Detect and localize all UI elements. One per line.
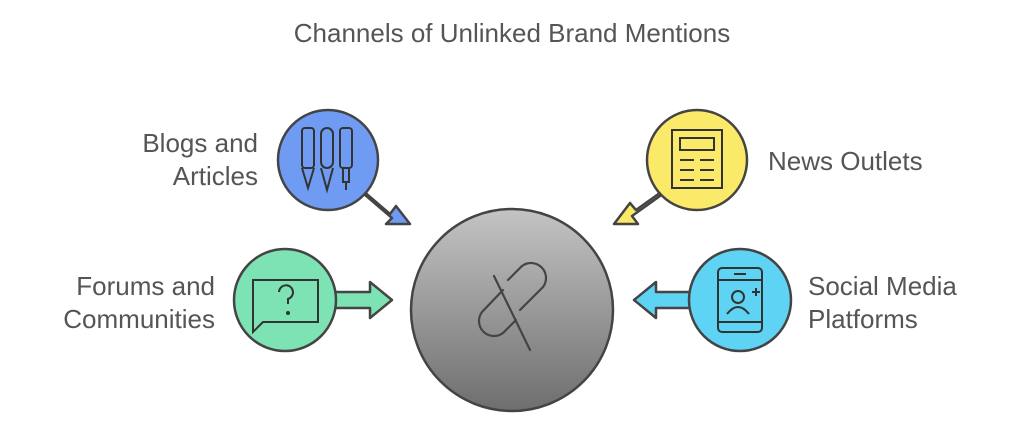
social-label-line2: Platforms [808,304,918,334]
social-label-line1: Social Media [808,271,957,301]
blogs-label: Blogs and Articles [118,127,258,193]
news-label: News Outlets [768,146,923,176]
center-circle [409,207,615,413]
question-chat-icon [252,279,319,335]
social-label: Social Media Platforms [808,270,957,336]
blogs-circle [276,108,380,212]
arrow-social [632,280,698,320]
newspaper-icon [671,129,723,189]
diagram-title: Channels of Unlinked Brand Mentions [293,18,731,48]
forums-label-line1: Forums and [76,271,215,301]
broken-link-icon [477,261,548,352]
arrow-forums [328,280,394,320]
pens-icon [301,127,353,194]
social-circle [687,247,793,353]
forums-circle [232,247,338,353]
arrow-blogs [360,188,412,226]
blogs-label-line1: Blogs and [142,128,258,158]
news-circle [645,108,749,212]
arrow-news [612,188,666,226]
blogs-label-line2: Articles [172,161,258,191]
forums-label: Forums and Communities [10,270,215,336]
phone-add-user-icon [717,267,763,333]
forums-label-line2: Communities [63,304,215,334]
